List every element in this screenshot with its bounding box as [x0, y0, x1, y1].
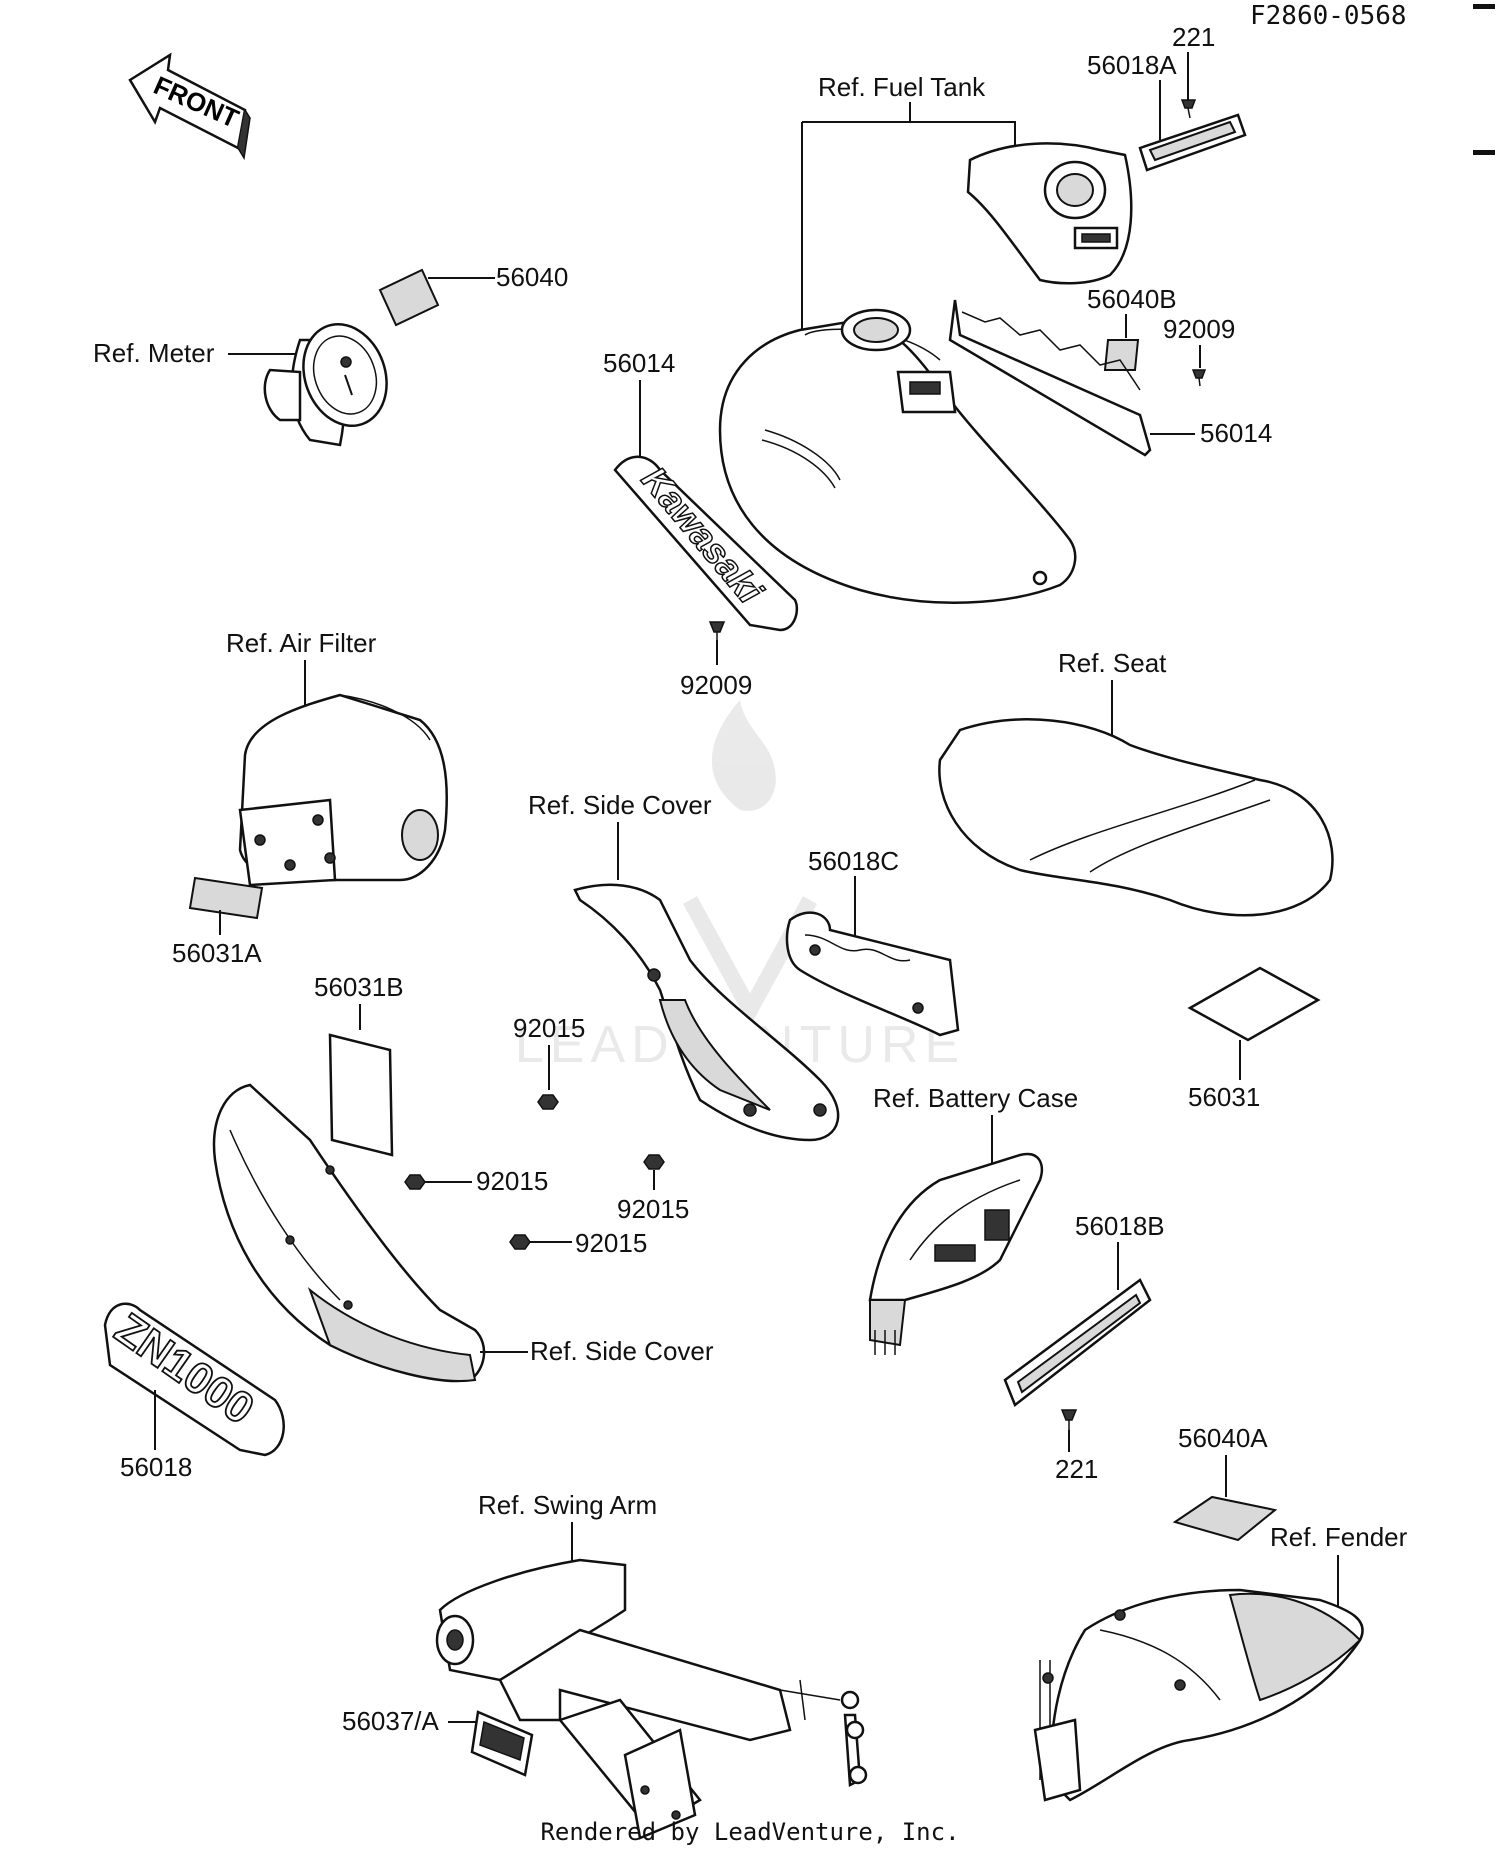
label-ref-fuel-tank: Ref. Fuel Tank	[818, 72, 986, 102]
part-92015-c: 92015	[617, 1154, 689, 1224]
part-56018-label: 56018	[120, 1452, 192, 1482]
label-ref-side-cover-bottom: Ref. Side Cover	[530, 1336, 714, 1366]
label-ref-air-filter: Ref. Air Filter	[226, 628, 377, 658]
air-filter-group: Ref. Air Filter	[226, 628, 448, 887]
part-56037: 56037/A	[342, 1706, 534, 1777]
part-56031-label: 56031	[1188, 1082, 1260, 1112]
part-92015-c-label: 92015	[617, 1194, 689, 1224]
part-56031B: 56031B	[314, 972, 404, 1157]
part-56031B-label: 56031B	[314, 972, 404, 1002]
label-ref-fender: Ref. Fender	[1270, 1522, 1408, 1552]
part-56014-left-label: 56014	[603, 348, 675, 378]
part-221-top: 221	[1172, 22, 1215, 119]
part-56018A-label: 56018A	[1087, 50, 1177, 80]
part-221-top-label: 221	[1172, 22, 1215, 52]
battery-case-group: Ref. Battery Case	[868, 1083, 1078, 1355]
part-221-bottom-label: 221	[1055, 1454, 1098, 1484]
part-56018A: 56018A	[1087, 50, 1247, 172]
edge-mark-top	[1473, 4, 1495, 9]
diagram-id: F2860-0568	[1250, 1, 1407, 31]
part-56018B-label: 56018B	[1075, 1211, 1165, 1241]
label-ref-meter: Ref. Meter	[93, 338, 215, 368]
part-56040A-label: 56040A	[1178, 1423, 1268, 1453]
front-arrow: FRONT	[128, 52, 251, 161]
part-221-bottom: 221	[1055, 1409, 1098, 1484]
meter-group: Ref. Meter	[93, 323, 388, 447]
part-56031: 56031	[1187, 966, 1321, 1112]
part-92009-right: 92009	[1163, 314, 1235, 387]
part-92009-left-label: 92009	[680, 670, 752, 700]
part-92009-right-label: 92009	[1163, 314, 1235, 344]
part-92015-a: 92015	[513, 1013, 585, 1110]
part-56014-right-label: 56014	[1200, 418, 1272, 448]
part-56031A-label: 56031A	[172, 938, 262, 968]
part-56040-label: 56040	[496, 262, 568, 292]
part-56040B: 56040B	[1087, 284, 1177, 371]
part-56014-right: 56014	[948, 299, 1272, 457]
footer-credit: Rendered by LeadVenture, Inc.	[540, 1818, 959, 1846]
swing-arm-group: Ref. Swing Arm	[435, 1490, 868, 1840]
part-56031A: 56031A	[172, 876, 264, 968]
seat-group: Ref. Seat	[938, 648, 1334, 917]
label-ref-battery-case: Ref. Battery Case	[873, 1083, 1078, 1113]
part-92009-left: 92009	[680, 621, 752, 700]
part-56018C-label: 56018C	[808, 846, 899, 876]
part-92015-a-label: 92015	[513, 1013, 585, 1043]
part-56040: 56040	[378, 262, 568, 327]
part-92015-d: 92015	[509, 1228, 647, 1258]
edge-mark-mid	[1473, 150, 1495, 155]
part-56018C: 56018C	[785, 846, 960, 1037]
part-56040A: 56040A	[1172, 1423, 1278, 1542]
fender-group: Ref. Fender	[1033, 1522, 1408, 1802]
tank-console	[966, 142, 1133, 285]
label-ref-side-cover-top: Ref. Side Cover	[528, 790, 712, 820]
part-56040B-label: 56040B	[1087, 284, 1177, 314]
fuel-tank-group: Ref. Fuel Tank	[718, 72, 1077, 604]
side-cover-bottom-group: Ref. Side Cover	[212, 1083, 714, 1383]
part-92015-d-label: 92015	[575, 1228, 647, 1258]
part-92015-b-label: 92015	[476, 1166, 548, 1196]
part-92015-b: 92015	[404, 1166, 548, 1196]
label-ref-swing-arm: Ref. Swing Arm	[478, 1490, 657, 1520]
part-56037-label: 56037/A	[342, 1706, 440, 1736]
side-cover-top-group: Ref. Side Cover	[528, 790, 840, 1142]
part-56018B: 56018B	[1003, 1211, 1165, 1408]
label-ref-seat: Ref. Seat	[1058, 648, 1167, 678]
part-56018: ZN1000 56018	[103, 1302, 285, 1482]
